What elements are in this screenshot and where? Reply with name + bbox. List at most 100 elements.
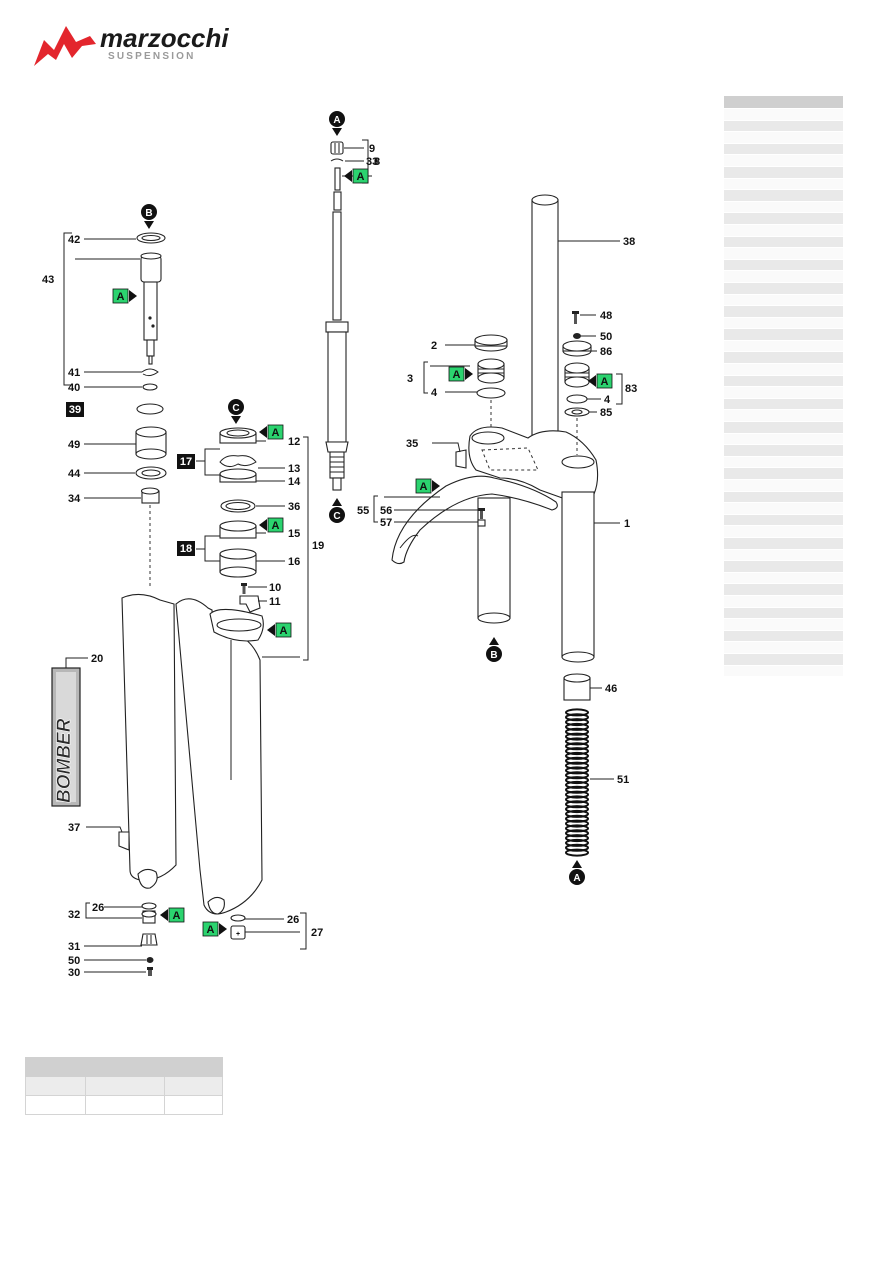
parts-table-cell: [799, 247, 843, 260]
part-8-rod: [325, 167, 349, 491]
svg-text:BOMBER: BOMBER: [54, 718, 75, 803]
part-4-oring-right: [566, 394, 588, 404]
parts-table-cell: [741, 549, 799, 562]
parts-table-cell: [799, 444, 843, 457]
part-48-bolt: [572, 311, 579, 324]
spring-coil: [565, 722, 589, 731]
parts-table-cell: [741, 351, 799, 365]
label-50-left: 50: [68, 955, 80, 967]
svg-text:A: A: [207, 924, 215, 936]
label-48: 48: [600, 310, 612, 322]
spring-coil: [565, 843, 589, 852]
parts-table-cell: [799, 421, 843, 434]
parts-table-cell: [741, 120, 799, 133]
parts-table-row: [724, 456, 843, 469]
parts-table-cell: [741, 525, 799, 538]
part-49-bushing: [135, 426, 167, 460]
parts-table-cell: [724, 131, 741, 144]
svg-text:A: A: [272, 427, 280, 439]
callout-a-cap-left: A: [448, 366, 473, 382]
parts-table-cell: [741, 409, 799, 423]
info-table-cell: [163, 1076, 224, 1096]
parts-table-cell: [799, 224, 843, 237]
parts-table-cell: [799, 166, 843, 179]
parts-table-cell: [724, 351, 741, 365]
parts-table-cell: [741, 595, 799, 608]
parts-table-row: [724, 491, 843, 504]
label-9: 9: [369, 143, 375, 155]
label-27: 27: [311, 927, 323, 939]
parts-table-cell: [799, 282, 843, 295]
parts-table-row: [724, 328, 843, 341]
parts-table-cell: [741, 502, 799, 515]
label-57: 57: [380, 517, 392, 529]
info-table-cell: [24, 1076, 87, 1096]
marker-b-bottom: B: [486, 637, 502, 662]
parts-table-row: [724, 212, 843, 225]
parts-table-cell: [724, 514, 741, 527]
parts-list-table: [724, 96, 843, 678]
callout-a-arch: A: [415, 478, 440, 494]
part-86-knob: [562, 340, 592, 357]
parts-table-cell: [799, 583, 843, 596]
label-3: 3: [407, 373, 413, 385]
parts-table-row: [724, 514, 843, 527]
parts-table-cell: [724, 618, 741, 631]
info-table-cell: [163, 1095, 224, 1115]
svg-text:+: +: [236, 931, 240, 938]
spring-coil: [565, 771, 589, 780]
spring-coil: [565, 800, 589, 809]
svg-text:C: C: [232, 403, 239, 414]
part-40-oring: [142, 383, 158, 391]
part-41-clip: [141, 368, 159, 377]
parts-table-cell: [741, 108, 799, 121]
parts-table-row: [724, 166, 843, 179]
parts-table-cell: [724, 363, 741, 376]
callout-a-nut-right: A: [202, 921, 227, 937]
info-table-cell: [85, 1095, 165, 1115]
parts-table-cell: [724, 154, 741, 167]
parts-table-cell: [724, 467, 741, 480]
parts-table-row: [724, 572, 843, 585]
spring-coil: [565, 776, 589, 785]
parts-table-cell: [741, 375, 799, 388]
info-table-row: [24, 1076, 224, 1096]
label-46: 46: [605, 683, 617, 695]
parts-table-row: [724, 398, 843, 411]
label-86: 86: [600, 346, 612, 358]
part-50-oring-right: [573, 333, 581, 339]
label-83: 83: [625, 383, 637, 395]
parts-table-cell: [724, 525, 741, 538]
spring-coil: [565, 751, 589, 760]
label-19: 19: [312, 540, 324, 552]
svg-text:17: 17: [180, 456, 192, 468]
parts-table-row: [724, 433, 843, 446]
part-15-bushing: [219, 520, 257, 539]
parts-table-row: [724, 630, 843, 643]
parts-table-row: [724, 467, 843, 480]
parts-table-cell: [741, 154, 799, 167]
parts-table-cell: [741, 653, 799, 666]
parts-table-row: [724, 537, 843, 550]
spring-coil: [565, 756, 589, 765]
parts-table-cell: [799, 201, 843, 214]
parts-table-cell: [799, 363, 843, 376]
parts-table-cell: [799, 131, 843, 144]
part-20-decal: BOMBER: [51, 667, 81, 807]
svg-text:A: A: [601, 376, 609, 388]
spring-coil: [565, 708, 589, 717]
parts-table-cell: [724, 247, 741, 260]
svg-text:A: A: [280, 625, 288, 637]
info-table-cell: [85, 1057, 165, 1077]
parts-table-cell: [724, 421, 741, 434]
part-33-clip: [330, 158, 344, 162]
parts-table-cell: [724, 433, 741, 446]
parts-table-cell: [799, 549, 843, 562]
label-37: 37: [68, 822, 80, 834]
part-26-washer-right: [230, 914, 246, 922]
label-4-left: 4: [431, 387, 438, 399]
parts-table-cell: [741, 456, 799, 469]
label-10: 10: [269, 582, 281, 594]
callout-a-seal: A: [259, 424, 284, 440]
parts-table-cell: [724, 502, 741, 515]
